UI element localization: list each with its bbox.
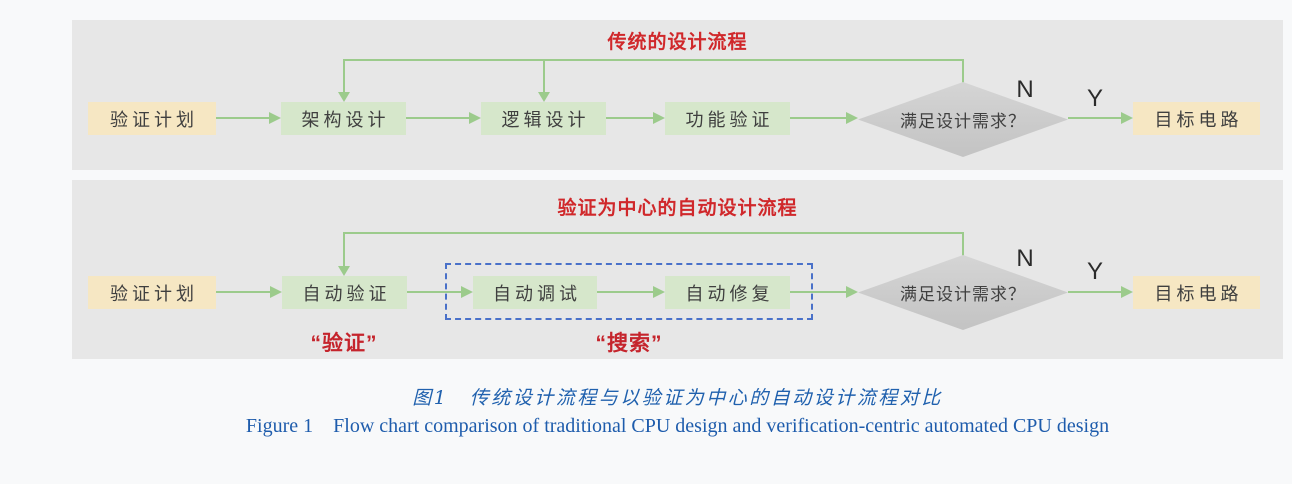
feedback-drop-logic [543, 59, 545, 92]
flow-line [406, 117, 469, 119]
node-auto-debug: 自动调试 [473, 276, 597, 309]
flow-line [790, 291, 846, 293]
node-auto-verification: 自动验证 [282, 276, 407, 309]
panel-traditional-flow [72, 20, 1283, 170]
arrowhead-right-icon [653, 286, 665, 298]
node-verification-plan: 验证计划 [88, 102, 216, 135]
feedback-rise-decision [962, 59, 964, 83]
annotation-verify: “验证” [310, 332, 378, 355]
label-yes: Y [1086, 85, 1103, 112]
node-logic-design: 逻辑设计 [481, 102, 606, 135]
annotation-search: “搜索” [595, 332, 663, 355]
flow-line [606, 117, 653, 119]
figure-caption-zh: 图1 传统设计流程与以验证为中心的自动设计流程对比 [412, 387, 943, 409]
arrowhead-right-icon [270, 286, 282, 298]
flow-line-yes [1068, 117, 1121, 119]
node-target-circuit: 目标电路 [1133, 276, 1260, 309]
arrowhead-right-icon [846, 112, 858, 124]
node-architecture-design: 架构设计 [281, 102, 406, 135]
feedback-drop-autoverify [343, 232, 345, 266]
arrowhead-down-icon [338, 92, 350, 102]
arrowhead-right-icon [653, 112, 665, 124]
node-auto-repair: 自动修复 [665, 276, 790, 309]
flow-line [407, 291, 461, 293]
flow-line [790, 117, 846, 119]
feedback-rise-decision [962, 232, 964, 256]
node-functional-verification: 功能验证 [665, 102, 790, 135]
flow-line [597, 291, 653, 293]
label-no: N [1016, 76, 1034, 103]
arrowhead-right-icon [469, 112, 481, 124]
panel1-title: 传统的设计流程 [607, 32, 748, 53]
flow-line [216, 117, 269, 119]
flow-line-yes [1068, 291, 1121, 293]
node-target-circuit: 目标电路 [1133, 102, 1260, 135]
label-yes: Y [1086, 258, 1103, 285]
arrowhead-right-icon [461, 286, 473, 298]
arrowhead-right-icon [1121, 286, 1133, 298]
arrowhead-down-icon [338, 266, 350, 276]
figure-caption-en: Figure 1 Flow chart comparison of tradit… [245, 415, 1110, 437]
arrowhead-right-icon [1121, 112, 1133, 124]
node-verification-plan: 验证计划 [88, 276, 216, 309]
arrowhead-right-icon [846, 286, 858, 298]
flow-line [216, 291, 270, 293]
arrowhead-right-icon [269, 112, 281, 124]
panel2-title: 验证为中心的自动设计流程 [557, 198, 798, 219]
label-no: N [1016, 245, 1034, 272]
arrowhead-down-icon [538, 92, 550, 102]
panel-automated-flow [72, 180, 1283, 359]
feedback-drop-arch [343, 59, 345, 92]
feedback-line-top [343, 232, 964, 234]
feedback-line-top [343, 59, 964, 61]
